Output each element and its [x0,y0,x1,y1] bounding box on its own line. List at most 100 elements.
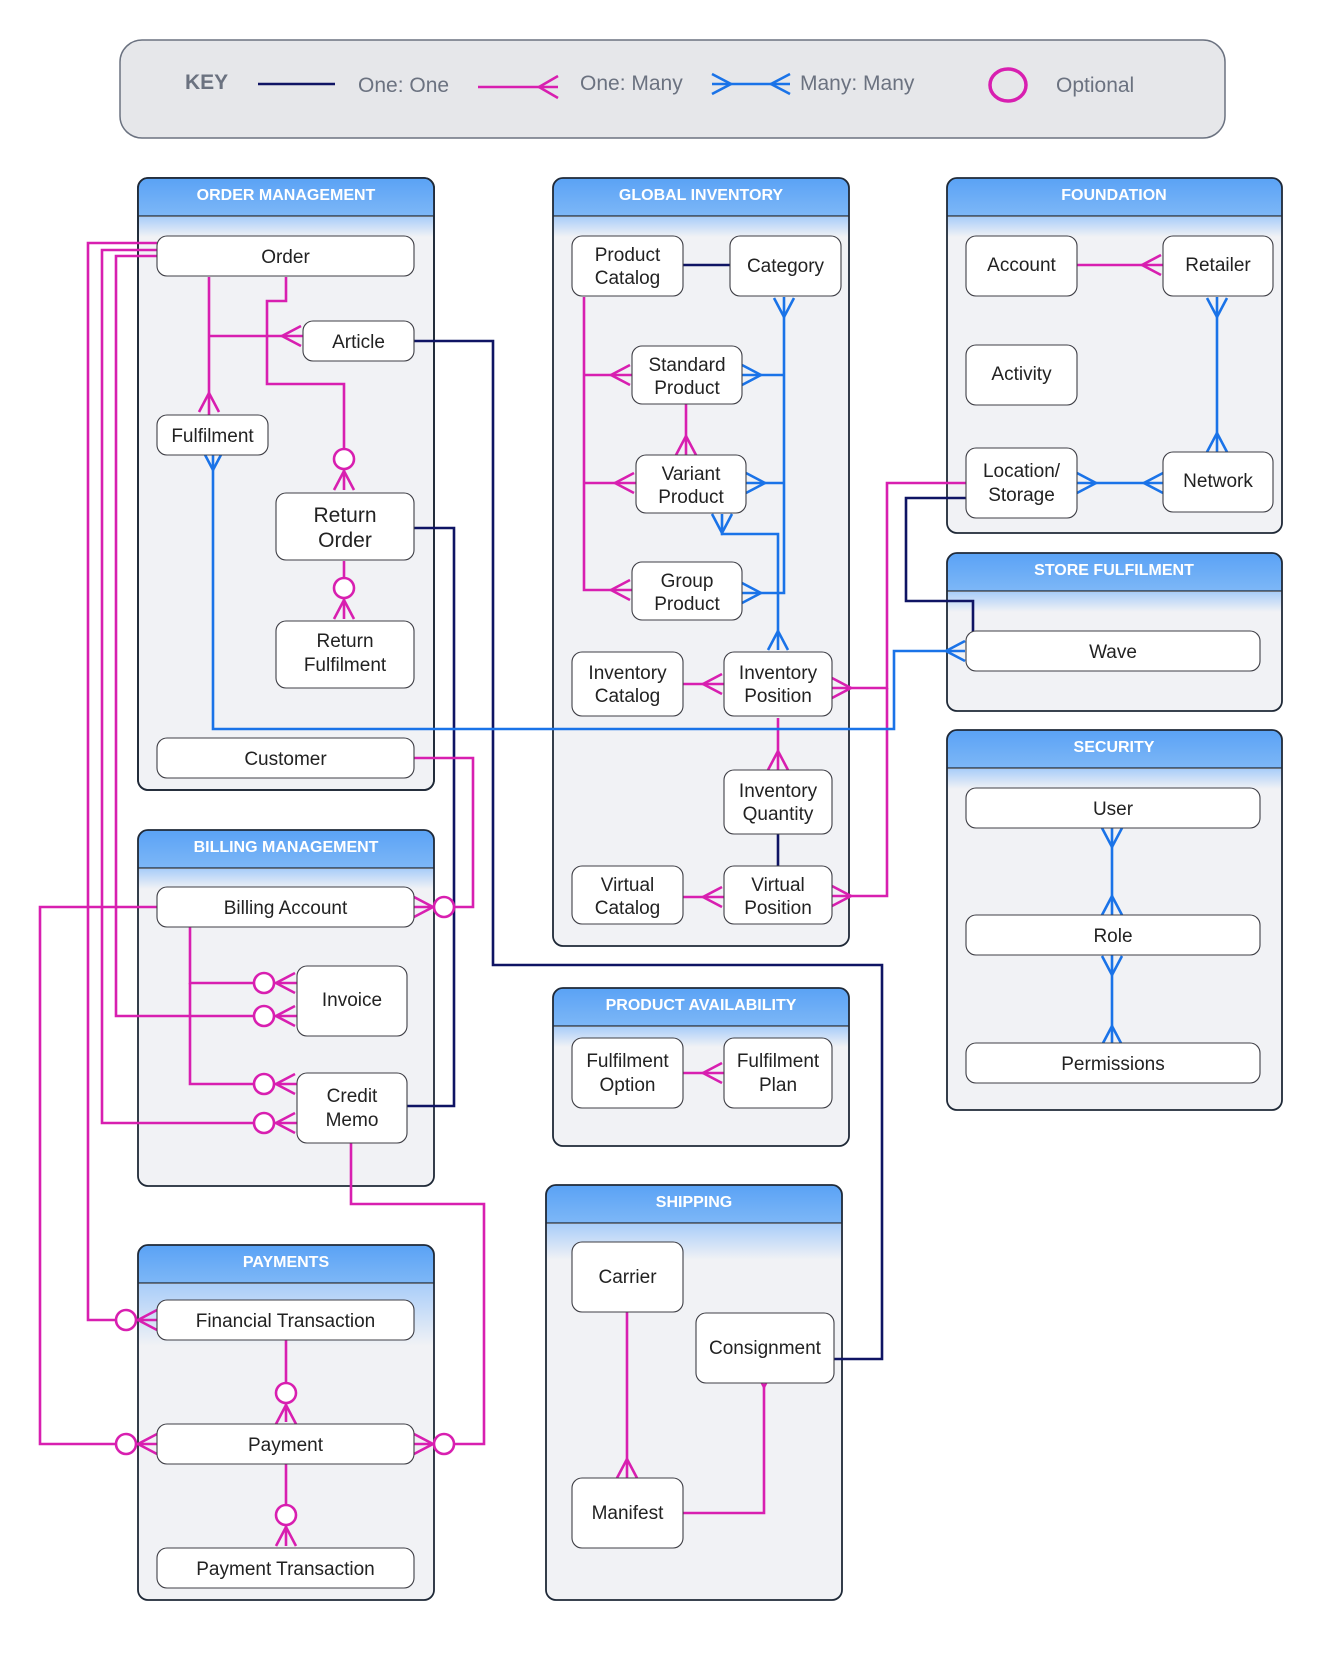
crowfoot-virtualposition-right [831,884,854,908]
optional-paymenttransaction [274,1503,298,1527]
crowfoot-groupproduct [608,578,631,602]
svg-text:Activity: Activity [991,364,1052,385]
entity-consignment[interactable]: Consignment [695,1312,835,1384]
crowfoot-creditmemo-2 [273,1111,296,1135]
svg-text:Category: Category [747,256,825,277]
group-title-shipping: SHIPPING [656,1194,732,1211]
legend-box [119,39,1226,139]
optional-payment-right [432,1432,456,1456]
legend-optional-symbol [988,67,1028,103]
entity-billing-account[interactable]: Billing Account [156,886,415,928]
entity-order[interactable]: Order [156,235,415,277]
entity-activity[interactable]: Activity [965,344,1078,406]
optional-billingaccount [432,895,456,919]
rel-variantproduct-inventoryposition [720,514,780,650]
entity-payment[interactable]: Payment [156,1423,415,1465]
group-title-product-availability: PRODUCT AVAILABILITY [606,997,797,1014]
group-title-payments: PAYMENTS [243,1254,330,1271]
entity-account[interactable]: Account [965,235,1078,297]
crowfoot-permissions [1100,1023,1124,1046]
crowfoot-variantproduct-left [612,471,635,495]
rel-order-invoice [114,254,297,1018]
entity-article[interactable]: Article [302,320,415,362]
svg-text:Retailer: Retailer [1185,255,1251,276]
entity-invoice[interactable]: Invoice [296,965,408,1037]
svg-text:Location/Storage: Location/Storage [983,461,1061,506]
crowfoot-network-top [1205,430,1229,453]
optional-returnfulfilment [332,576,356,600]
entity-carrier[interactable]: Carrier [571,1241,684,1313]
svg-text:Customer: Customer [244,749,327,770]
optional-invoice-2 [252,1004,276,1028]
rel-location-inventoryposition [832,481,966,690]
svg-text:Invoice: Invoice [322,990,382,1011]
svg-text:Consignment: Consignment [709,1338,822,1359]
crowfoot-wave [943,639,966,663]
crowfoot-payment-left [135,1432,158,1456]
optional-creditmemo-2 [252,1111,276,1135]
optional-invoice-1 [252,971,276,995]
entity-financial-transaction[interactable]: Financial Transaction [156,1299,415,1341]
svg-text:User: User [1093,799,1134,820]
entity-wave[interactable]: Wave [965,630,1261,672]
svg-text:Account: Account [987,255,1056,276]
optional-payment-top [274,1381,298,1405]
crowfoot-fulfilmentoption [700,1061,723,1085]
crowfoot-groupproduct-right [741,581,764,605]
legend-title: KEY [185,71,228,94]
crowfoot-standardproduct-right [741,363,764,387]
svg-text:Article: Article [332,332,385,353]
entity-network[interactable]: Network [1162,451,1274,513]
legend-many-many-label: Many: Many [800,72,915,95]
group-payments: PAYMENTS [137,1244,435,1601]
entity-payment-transaction[interactable]: Payment Transaction [156,1547,415,1589]
rel-fulfilment-wave [211,450,965,731]
legend-optional-label: Optional [1056,74,1134,97]
crowfoot-payment-top [274,1402,298,1425]
legend-one-many-symbol [478,74,559,100]
rel-article-consignment [414,339,884,1361]
legend-one-many-label: One: Many [580,72,683,95]
entity-location-storage[interactable]: Location/Storage [965,447,1078,519]
crowfoot-invoice-1 [273,971,296,995]
entity-manifest[interactable]: Manifest [571,1477,684,1549]
legend-one-one-label: One: One [358,74,449,97]
entity-retailer[interactable]: Retailer [1162,235,1274,297]
rel-location-wave [904,496,975,633]
rel-creditmemo-payment [349,1143,486,1446]
rel-productcatalog-products [582,297,632,592]
entity-category[interactable]: Category [729,235,842,297]
svg-text:Fulfilment: Fulfilment [171,426,254,447]
legend-many-many-symbol [711,72,791,96]
svg-text:Payment: Payment [248,1435,324,1456]
entity-fulfilment[interactable]: Fulfilment [156,414,269,456]
entity-role[interactable]: Role [965,914,1261,956]
crowfoot-returnorder [332,468,356,491]
entity-customer[interactable]: Customer [156,737,415,779]
entity-permissions[interactable]: Permissions [965,1042,1261,1084]
entity-user[interactable]: User [965,787,1261,829]
svg-text:Network: Network [1183,471,1253,492]
svg-text:Permissions: Permissions [1061,1054,1164,1075]
